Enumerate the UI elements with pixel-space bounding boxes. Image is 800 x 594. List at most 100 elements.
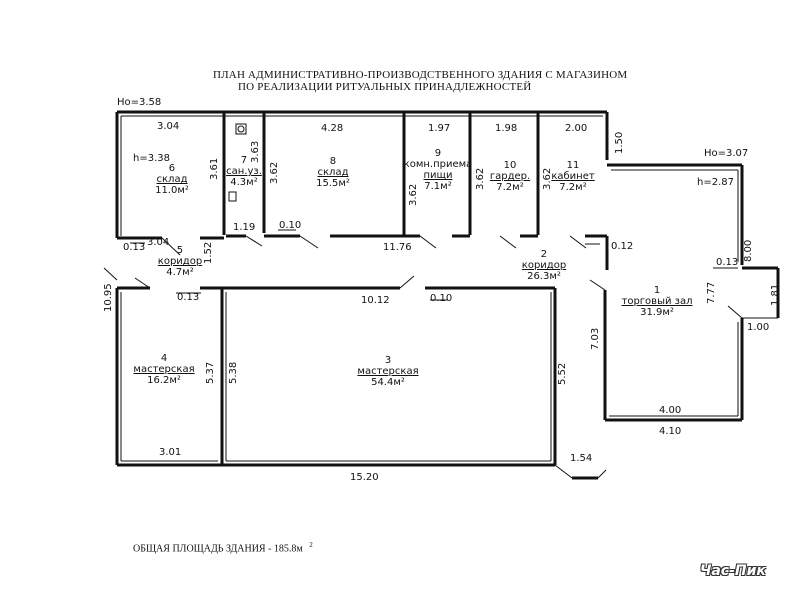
door	[245, 235, 263, 247]
room-name: комн.приема	[403, 159, 473, 170]
room-number: 1	[653, 285, 661, 296]
room-2-label: 2 коридор 26.3м²	[522, 249, 566, 282]
height-room6: h=3.38	[133, 153, 170, 164]
room-number: 8	[329, 156, 337, 167]
room-name: мастерская	[357, 366, 419, 377]
dim-3-04-b: 3.04	[147, 237, 170, 248]
dim-1-19: 1.19	[233, 222, 256, 233]
dim-15-20: 15.20	[350, 472, 379, 483]
dim-4-10: 4.10	[659, 426, 682, 437]
dim-0-13-a: 0.13	[123, 242, 146, 253]
toilet-icon	[235, 123, 247, 135]
room-name: торговый зал	[621, 296, 693, 307]
dim-top-11: 2.00	[565, 123, 588, 134]
dim-4-00: 4.00	[659, 405, 682, 416]
room-number: 4	[160, 353, 168, 364]
dim-7-77: 7.77	[706, 281, 717, 304]
room-area: 7.2м²	[559, 182, 587, 193]
room-10-label: 10 гардер. 7.2м²	[490, 160, 530, 193]
room-11-label: 11 кабинет 7.2м²	[551, 160, 594, 193]
dim-5-37: 5.37	[205, 361, 216, 384]
room-7-label: 7 сан.уз. 4.3м²	[226, 155, 262, 188]
door	[569, 235, 587, 249]
room-number: 10	[503, 160, 517, 171]
total-area-label: ОБЩАЯ ПЛОЩАДЬ ЗДАНИЯ - 185.8м 2	[133, 540, 313, 554]
total-area-sup: 2	[309, 541, 313, 549]
room-9-label: 9 комн.приема пищи 7.1м²	[404, 148, 473, 192]
room-number: 6	[168, 163, 176, 174]
door	[589, 279, 606, 291]
door	[554, 464, 573, 479]
room-area: 16.2м²	[147, 375, 181, 386]
room-name: склад	[156, 174, 188, 185]
room-number: 11	[566, 160, 580, 171]
dim-top-8: 4.28	[321, 123, 344, 134]
height-hall: h=2.87	[697, 177, 734, 188]
dim-3-62-d: 3.62	[542, 167, 553, 190]
dim-0-10-b: 0.10	[430, 293, 453, 304]
dim-3-61: 3.61	[209, 157, 220, 180]
room-name: коридор	[157, 256, 203, 267]
dim-1-50: 1.50	[614, 131, 625, 154]
dim-5-52: 5.52	[557, 362, 568, 385]
room-area: 4.3м²	[230, 177, 258, 188]
room-1-label: 1 торговый зал 31.9м²	[622, 285, 693, 318]
room-area: 54.4м²	[371, 377, 405, 388]
room-name: мастерская	[133, 364, 195, 375]
room-area: 4.7м²	[166, 267, 194, 278]
dim-10-12: 10.12	[361, 295, 390, 306]
dim-3-62-b: 3.62	[408, 183, 419, 206]
door	[134, 277, 151, 289]
dim-1-81: 1.81	[770, 283, 781, 306]
dim-11-76: 11.76	[383, 242, 412, 253]
height-ho-left: Ho=3.58	[117, 97, 162, 108]
dim-0-13-b: 0.13	[716, 257, 739, 268]
door	[419, 235, 437, 249]
room-area: 7.2м²	[496, 182, 524, 193]
room-4-label: 4 мастерская 16.2м²	[133, 353, 194, 386]
dim-7-03: 7.03	[590, 327, 601, 350]
height-ho-right: Ho=3.07	[704, 148, 749, 159]
room-name-line2: пищи	[423, 170, 453, 181]
door	[499, 235, 517, 249]
room-8-label: 8 склад 15.5м²	[316, 156, 350, 189]
dim-1-54: 1.54	[570, 453, 593, 464]
plan-title-line1: ПЛАН АДМИНИСТРАТИВНО-ПРОИЗВОДСТВЕННОГО З…	[213, 69, 628, 81]
room-name: кабинет	[551, 171, 595, 182]
room-name: склад	[317, 167, 349, 178]
total-area-text: ОБЩАЯ ПЛОЩАДЬ ЗДАНИЯ - 185.8м	[133, 543, 303, 555]
door	[727, 305, 743, 319]
room-area: 11.0м²	[155, 185, 189, 196]
room-number: 7	[240, 155, 248, 166]
toilet-bowl-icon	[237, 125, 245, 133]
dim-top-6: 3.04	[157, 121, 180, 132]
room-6-label: 6 склад 11.0м²	[155, 163, 189, 196]
plan-title-line2: ПО РЕАЛИЗАЦИИ РИТУАЛЬНЫХ ПРИНАДЛЕЖНОСТЕЙ	[238, 81, 532, 93]
dim-top-9: 1.97	[428, 123, 451, 134]
watermark-logo: Час-Пик	[700, 563, 766, 579]
dim-3-62-a: 3.62	[269, 161, 280, 184]
room-name: коридор	[521, 260, 567, 271]
room-area: 7.1м²	[424, 181, 452, 192]
sink-icon	[228, 191, 237, 202]
door	[597, 469, 607, 479]
room-name: гардер.	[489, 171, 531, 182]
door	[161, 237, 181, 256]
room-5-label: 5 коридор 4.7м²	[158, 245, 202, 278]
dim-1-52: 1.52	[203, 241, 214, 264]
door	[299, 235, 319, 249]
dim-5-38: 5.38	[228, 361, 239, 384]
room-number: 9	[434, 148, 442, 159]
room-number: 2	[540, 249, 548, 260]
dim-0-13-c: 0.13	[177, 292, 200, 303]
room-name: сан.уз.	[226, 166, 262, 177]
dim-3-01: 3.01	[159, 447, 182, 458]
door	[399, 275, 415, 289]
dim-top-7: 3.63	[250, 140, 261, 163]
room-area: 31.9м²	[640, 307, 674, 318]
room-area: 26.3м²	[527, 271, 561, 282]
room-number: 5	[176, 245, 184, 256]
room-number: 3	[384, 355, 392, 366]
room-3-label: 3 мастерская 54.4м²	[357, 355, 418, 388]
